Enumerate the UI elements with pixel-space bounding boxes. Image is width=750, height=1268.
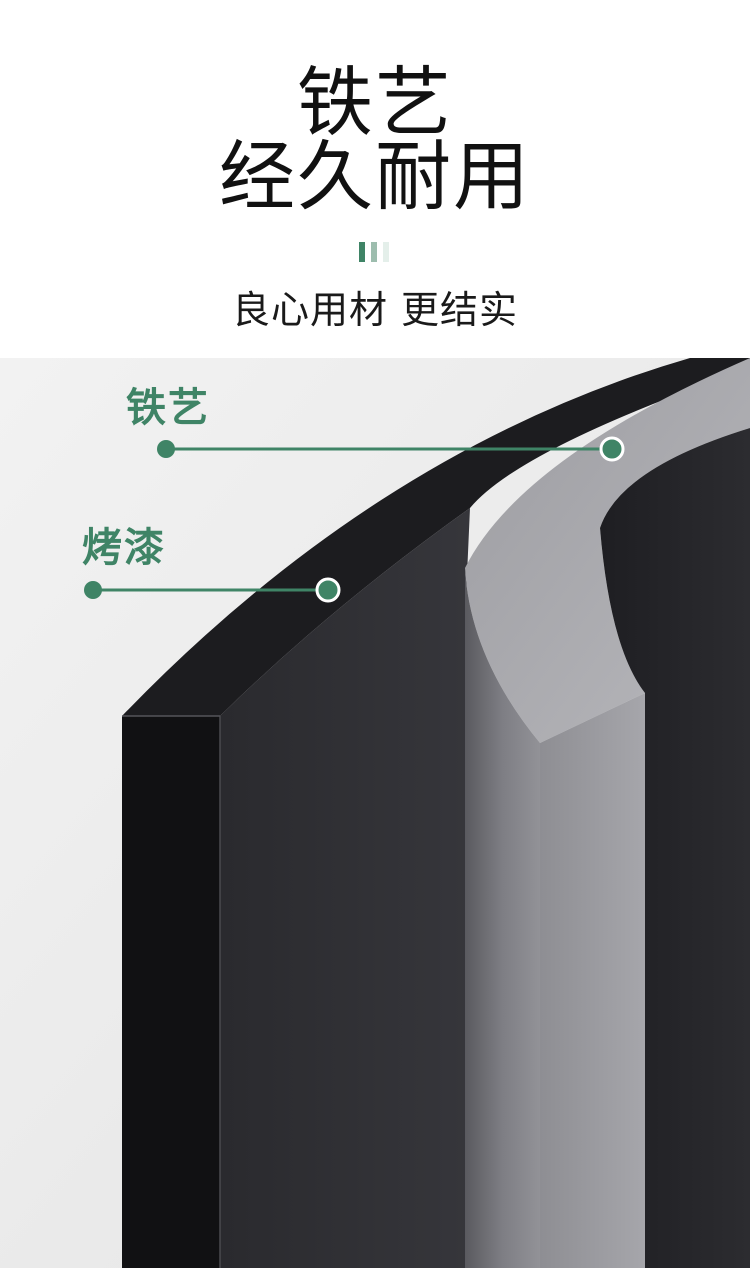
paint-layer-front-edge <box>122 716 220 1268</box>
paint-layer-inner-face <box>220 508 470 1268</box>
accent-bar-mid <box>371 242 377 262</box>
iron-layer-side-face <box>465 568 540 1268</box>
accent-bar-dark <box>359 242 365 262</box>
accent-bar-light <box>383 242 389 262</box>
cross-section-svg <box>0 358 750 1268</box>
callout-dot-iron-end <box>599 436 625 462</box>
paint-layer-top-surface <box>122 358 750 716</box>
callout-dot-paint-start <box>84 581 102 599</box>
callout-label-paint: 烤漆 <box>82 525 166 571</box>
iron-layer-front-face <box>540 693 645 1268</box>
iron-layer-top-surface <box>465 358 750 743</box>
page-subtitle: 良心用材 更结实 <box>231 288 519 332</box>
material-cross-section-illustration: 铁艺 烤漆 <box>0 358 750 1268</box>
callout-label-iron: 铁艺 <box>126 385 210 431</box>
callout-dot-paint-end <box>315 577 341 603</box>
callout-dot-iron-start <box>157 440 175 458</box>
accent-bars-decoration <box>359 242 393 262</box>
header-section: 铁艺 经久耐用 良心用材 更结实 <box>0 0 750 358</box>
page-title-line-2: 经久耐用 <box>219 132 531 221</box>
inner-cavity <box>600 428 750 1268</box>
page-title-line-1: 铁艺 <box>297 58 453 147</box>
